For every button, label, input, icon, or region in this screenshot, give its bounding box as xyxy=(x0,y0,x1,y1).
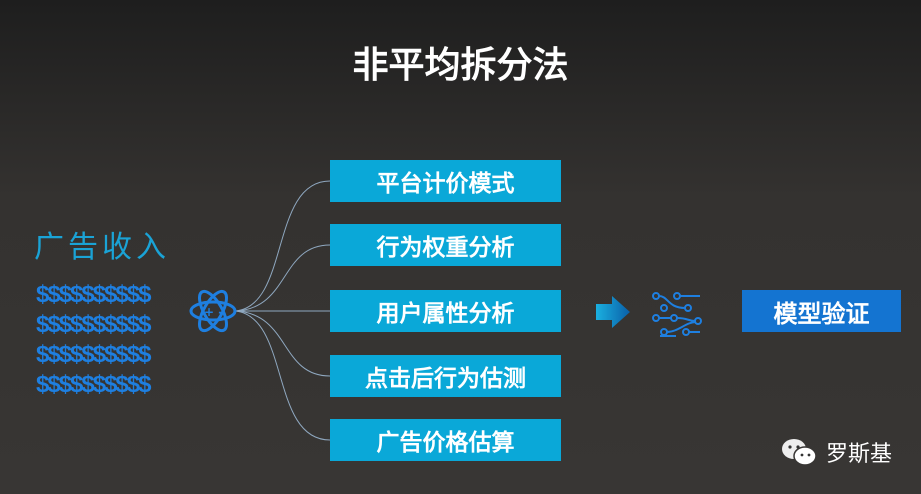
dollar-row: $$$$$$$$$$ xyxy=(36,341,151,368)
brand-name: 罗斯基 xyxy=(826,442,893,467)
connector-lines xyxy=(235,180,331,441)
factor-box: 平台计价模式 xyxy=(330,160,561,202)
slide-title: 非平均拆分法 xyxy=(352,45,569,86)
dollar-row: $$$$$$$$$$ xyxy=(36,311,151,338)
factor-box: 用户属性分析 xyxy=(330,290,561,332)
svg-text:+ -: + - xyxy=(204,305,223,319)
dollar-row: $$$$$$$$$$ xyxy=(36,281,151,308)
factor-box: 广告价格估算 xyxy=(330,419,561,461)
dollar-row: $$$$$$$$$$ xyxy=(36,371,151,398)
factor-box: 点击后行为估测 xyxy=(330,355,561,397)
brand-watermark: 罗斯基 xyxy=(780,436,892,468)
factor-box: 行为权重分析 xyxy=(330,224,561,266)
arrow-icon xyxy=(596,296,630,328)
wechat-icon xyxy=(782,439,817,466)
revenue-label: 广告收入 xyxy=(34,230,170,265)
atom-icon: + - xyxy=(189,289,237,333)
model-validation-box: 模型验证 xyxy=(742,290,901,332)
neural-network-icon xyxy=(652,292,702,337)
